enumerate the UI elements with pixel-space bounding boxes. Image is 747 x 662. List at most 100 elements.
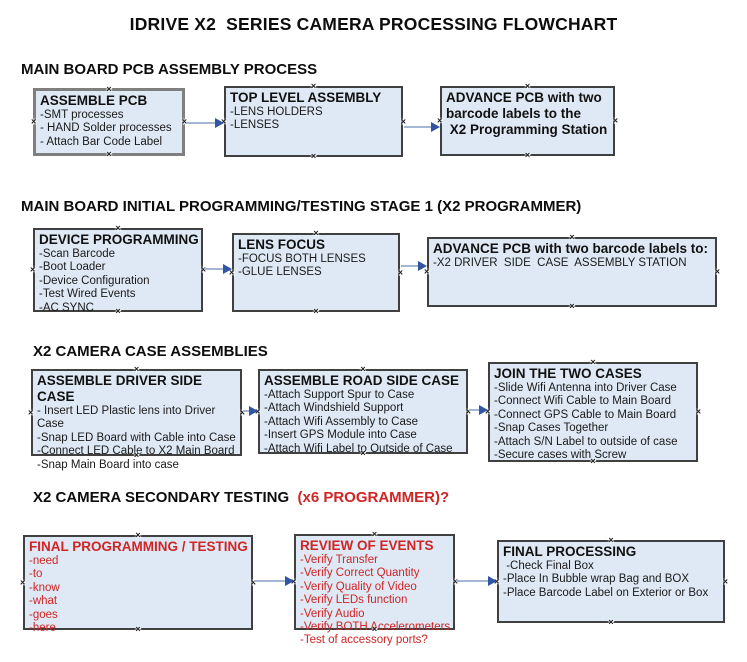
arrow-line [186,122,216,124]
selection-handle-icon[interactable]: × [115,306,121,316]
selection-handle-icon[interactable]: × [181,116,187,127]
node-item: -Connect LED Cable to X2 Main Board [37,445,235,458]
selection-handle-icon[interactable]: × [30,264,36,275]
node-item: - Attach Bar Code Label [40,135,163,148]
selection-handle-icon[interactable]: × [590,357,596,367]
selection-handle-icon[interactable]: × [590,456,596,466]
node-lens-focus[interactable]: LENS FOCUS -FOCUS BOTH LENSES -GLUE LENS… [229,229,403,316]
selection-handle-icon[interactable]: × [465,406,471,416]
node-final-programming-testing[interactable]: FINAL PROGRAMMING / TESTING -need -to -k… [20,531,256,635]
selection-handle-icon[interactable]: × [371,624,378,634]
node-item: -Connect GPS Cable to Main Board [494,408,677,421]
node-item: -here [29,622,56,635]
node-item: -Insert GPS Module into Case [264,429,417,442]
selection-handle-icon[interactable]: × [20,577,26,587]
selection-handle-icon[interactable]: × [360,364,366,374]
node-item: -Connect Wifi Cable to Main Board [494,395,672,408]
selection-handle-icon[interactable]: × [569,301,575,311]
selection-handle-icon[interactable]: × [400,116,406,126]
node-item: -to [29,568,43,581]
node-item: -Verify Audio [300,607,365,620]
node-item: -Verify Transfer [300,554,378,566]
node-item: -Attach S/N Label to outside of case [494,435,678,448]
selection-handle-icon[interactable]: × [133,364,140,374]
arrow-line [254,580,286,582]
selection-handle-icon[interactable]: × [106,149,112,159]
arrow-line [204,268,224,270]
node-item-list: -Attach Support Spur to Case -Attach Win… [264,389,464,456]
node-item: -need [29,555,59,567]
selection-handle-icon[interactable]: × [135,624,141,634]
node-title: ASSEMBLE DRIVER SIDE CASE [37,373,206,404]
selection-handle-icon[interactable]: × [695,406,701,417]
selection-handle-icon[interactable]: × [250,577,256,587]
node-assemble-pcb[interactable]: ASSEMBLE PCB -SMT processes - HAND Solde… [31,84,187,159]
selection-handle-icon[interactable]: × [135,530,141,540]
selection-handle-icon[interactable]: × [453,577,458,587]
node-item-list: -LENS HOLDERS -LENSES [230,106,399,133]
section-heading-case-assemblies: X2 CAMERA CASE ASSEMBLIES [33,343,268,360]
node-item: -LENSES [230,119,280,132]
selection-handle-icon[interactable]: × [31,116,37,127]
selection-handle-icon[interactable]: × [524,150,531,160]
section-heading-secondary-testing: X2 CAMERA SECONDARY TESTING (x6 PROGRAMM… [33,489,449,506]
node-title: LENS FOCUS [238,237,326,252]
selection-handle-icon[interactable]: × [28,407,34,417]
selection-handle-icon[interactable]: × [133,450,140,460]
node-advance-pcb-to-driver-side-station[interactable]: ADVANCE PCB with two barcode labels to: … [424,233,720,311]
node-review-of-events[interactable]: REVIEW OF EVENTS -Verify Transfer -Verif… [291,530,458,647]
selection-handle-icon[interactable]: × [360,448,366,458]
node-title: ADVANCE PCB with two barcode labels to t… [446,90,608,137]
node-item: - Insert LED Plastic lens into Driver Ca… [37,405,219,431]
arrow-head-icon [285,576,294,586]
node-assemble-road-side-case[interactable]: ASSEMBLE ROAD SIDE CASE -Attach Support … [255,365,471,458]
node-item: -Boot Loader [39,261,106,274]
node-item: -Test Wired Events [39,288,136,301]
selection-handle-icon[interactable]: × [608,535,614,545]
selection-handle-icon[interactable]: × [608,617,614,627]
arrow-head-icon [431,122,440,132]
selection-handle-icon[interactable]: × [310,151,317,161]
selection-handle-icon[interactable]: × [612,115,618,126]
section-heading-initial-programming: MAIN BOARD INITIAL PROGRAMMING/TESTING S… [21,198,582,215]
node-advance-pcb-to-programming-station[interactable]: ADVANCE PCB with two barcode labels to t… [437,82,618,160]
node-item: -Device Configuration [39,274,150,287]
selection-handle-icon[interactable]: × [371,529,378,539]
node-item-list: -Slide Wifi Antenna into Driver Case -Co… [494,382,694,462]
node-top-level-assembly[interactable]: TOP LEVEL ASSEMBLY -LENS HOLDERS -LENSES… [221,82,406,161]
selection-handle-icon[interactable]: × [424,266,430,277]
selection-handle-icon[interactable]: × [313,306,319,316]
node-join-the-two-cases[interactable]: JOIN THE TWO CASES -Slide Wifi Antenna i… [485,358,701,466]
page-title: IDRIVE X2 SERIES CAMERA PROCESSING FLOWC… [129,14,618,34]
node-item: -Secure cases with Screw [494,449,627,462]
node-item-list: -Verify Transfer -Verify Correct Quantit… [300,554,451,648]
node-final-processing[interactable]: FINAL PROCESSING -Check Final Box -Place… [494,536,728,627]
node-item: -Slide Wifi Antenna into Driver Case [494,382,677,394]
selection-handle-icon[interactable]: × [115,223,121,233]
node-item-list: - Insert LED Plastic lens into Driver Ca… [37,405,238,472]
arrow-head-icon [418,261,427,271]
selection-handle-icon[interactable]: × [310,81,317,91]
node-item-list: -X2 DRIVER SIDE CASE ASSEMBLY STATION [433,257,713,270]
node-item: -Check Final Box [503,560,594,572]
selection-handle-icon[interactable]: × [722,576,728,586]
selection-handle-icon[interactable]: × [239,407,245,417]
node-assemble-driver-side-case[interactable]: ASSEMBLE DRIVER SIDE CASE - Insert LED P… [28,365,245,471]
node-item: -FOCUS BOTH LENSES [238,253,366,265]
node-item: -Scan Barcode [39,248,116,260]
node-item: -GLUE LENSES [238,266,322,279]
selection-handle-icon[interactable]: × [201,265,206,275]
selection-handle-icon[interactable]: × [714,266,720,277]
node-item: -Verify Correct Quantity [300,567,420,580]
arrow-head-icon [488,576,497,586]
selection-handle-icon[interactable]: × [397,267,403,277]
selection-handle-icon[interactable]: × [437,115,443,126]
selection-handle-icon[interactable]: × [569,232,575,242]
selection-handle-icon[interactable]: × [524,81,531,91]
node-device-programming[interactable]: DEVICE PROGRAMMING -Scan Barcode -Boot L… [30,224,206,316]
selection-handle-icon[interactable]: × [106,84,112,94]
selection-handle-icon[interactable]: × [313,228,319,238]
node-item-list: -Scan Barcode -Boot Loader -Device Confi… [39,248,199,315]
node-item: -know [29,581,60,594]
